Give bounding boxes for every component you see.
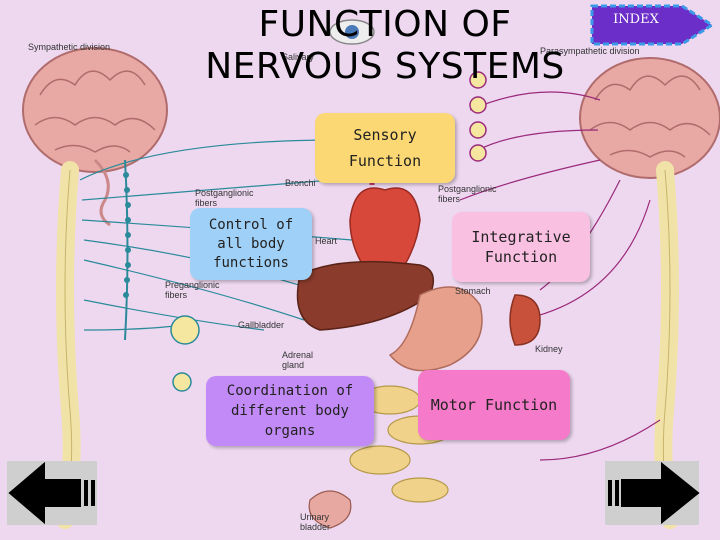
control-line-1: Control of	[208, 216, 294, 233]
control-function-box: Control of all body functions	[190, 208, 312, 280]
stomach-icon	[388, 286, 483, 372]
urinary-bladder-label: Urinary bladder	[300, 512, 331, 532]
coordination-line-2: different body	[230, 403, 349, 419]
coordination-line-3: organs	[264, 423, 316, 439]
back-button[interactable]	[6, 460, 98, 526]
arrow-right-icon	[605, 461, 700, 525]
index-button-label: INDEX	[613, 12, 659, 27]
integrative-function-box: Integrative Function	[452, 212, 590, 282]
sensory-line-1: Sensory	[353, 126, 417, 144]
kidney-label: Kidney	[535, 344, 563, 354]
sensory-line-2: Function	[348, 152, 422, 170]
left-brain-icon	[22, 47, 168, 227]
control-line-3: functions	[213, 254, 289, 271]
title-line-1: FUNCTION OF	[258, 4, 512, 45]
sensory-function-box: Sensory Function	[315, 113, 455, 183]
postganglionic-fibers-left-label: Postganglionic fibers	[195, 188, 254, 208]
salivary-label: Salivary	[282, 52, 315, 62]
eye-icon	[329, 19, 375, 45]
gallbladder-label: Gallbladder	[238, 320, 285, 330]
control-line-2: all body	[217, 235, 285, 252]
arrow-left-icon	[7, 461, 97, 525]
bladder-icon	[308, 490, 352, 529]
parasympathetic-division-label: Parasympathetic division	[540, 46, 640, 56]
coordination-function-box: Coordination of different body organs	[206, 376, 374, 446]
integrative-line-2: Function	[484, 248, 558, 266]
heart-label: Heart	[315, 236, 338, 246]
coordination-line-1: Coordination of	[226, 383, 354, 399]
page-title: FUNCTION OF NERVOUS SYSTEMS	[150, 4, 620, 88]
adrenal-gland-label: Adrenal gland	[282, 350, 314, 370]
preganglionic-fibers-label: Preganglionic fibers	[165, 280, 220, 300]
forward-button[interactable]	[604, 460, 700, 526]
title-line-2: NERVOUS SYSTEMS	[205, 46, 565, 87]
stomach-label: Stomach	[455, 286, 491, 296]
kidney-icon	[509, 294, 541, 346]
motor-label: Motor Function	[430, 396, 558, 414]
motor-function-box: Motor Function	[418, 370, 570, 440]
sympathetic-division-label: Sympathetic division	[28, 42, 111, 52]
postganglionic-fibers-right-label: Postganglionic fibers	[438, 184, 497, 204]
integrative-line-1: Integrative	[471, 228, 571, 246]
index-button[interactable]	[588, 2, 716, 48]
bronchi-label: Bronchi	[285, 178, 316, 188]
right-brain-icon	[579, 57, 720, 179]
